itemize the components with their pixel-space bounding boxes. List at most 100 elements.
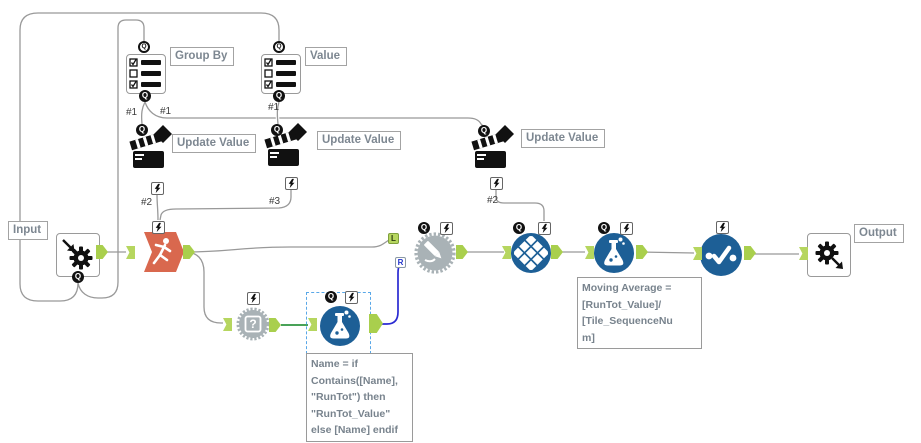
update-value-3-action-output[interactable] [490, 177, 503, 190]
macro-input-output-anchor[interactable] [96, 245, 108, 259]
macro-input-caption[interactable]: Input [8, 221, 49, 240]
wire-groupbyq-to-update1[interactable] [140, 101, 146, 125]
action-update-value-3-tool[interactable] [471, 124, 515, 179]
wire-runningtotal-to-questionmacro[interactable] [184, 251, 223, 324]
macro-input-icon [61, 238, 93, 270]
select-check-icon [705, 245, 737, 265]
running-total-macro-tool[interactable] [139, 231, 185, 278]
question-macro-input-anchor[interactable] [223, 318, 232, 331]
group-by-bottom-q-anchor[interactable]: Q [139, 90, 151, 102]
select-output-anchor[interactable] [744, 246, 756, 260]
list-box-icon [129, 58, 161, 89]
macro-output-input-anchor[interactable] [799, 247, 808, 260]
wire-groupbyq-to-update3[interactable] [144, 101, 484, 127]
edit-macro-action-anchor[interactable] [440, 222, 453, 235]
macro-output-icon [815, 241, 844, 270]
tile-tool[interactable] [511, 233, 551, 273]
wire-valueq-to-update2[interactable] [276, 101, 280, 125]
tile-q-anchor[interactable]: Q [513, 222, 525, 234]
select-action-anchor[interactable] [716, 221, 729, 234]
value-bottom-q-anchor[interactable]: Q [273, 90, 285, 102]
question-macro-output-anchor[interactable] [269, 318, 281, 332]
action-update-value-1-caption[interactable]: Update Value [172, 134, 257, 153]
flask-icon [604, 237, 625, 266]
connection-label: #1 [160, 106, 172, 117]
connection-label: #2 [141, 197, 153, 208]
lightning-icon [623, 223, 630, 233]
macro-output-tool[interactable] [807, 233, 851, 277]
group-by-top-q-anchor[interactable]: Q [138, 41, 150, 53]
list-box-group-by-tool[interactable] [126, 54, 166, 94]
question-macro-tool[interactable]: ? [236, 307, 270, 341]
wire-update3-to-tile[interactable] [495, 190, 545, 221]
tile-diamond-icon [512, 234, 550, 272]
value-top-q-anchor[interactable]: Q [273, 41, 285, 53]
list-box-icon [264, 58, 296, 89]
running-total-output-anchor[interactable] [183, 245, 195, 259]
edit-macro-q-anchor[interactable]: Q [418, 222, 430, 234]
formula-rename-input-anchor[interactable] [308, 318, 317, 331]
running-total-input-anchor[interactable] [126, 246, 135, 259]
select-input-anchor[interactable] [693, 247, 702, 260]
action-update-value-3-caption[interactable]: Update Value [521, 129, 606, 148]
lightning-icon [250, 293, 257, 303]
lightning-icon [155, 222, 162, 232]
formula-moving-average-action-anchor[interactable] [620, 222, 633, 235]
formula-moving-average-output-anchor[interactable] [636, 245, 648, 259]
lightning-icon [154, 183, 161, 193]
formula-moving-average-input-anchor[interactable] [585, 246, 594, 259]
running-total-action-input[interactable] [152, 221, 165, 234]
gear-circle-icon [236, 307, 270, 341]
macro-input-q-anchor[interactable]: Q [72, 271, 84, 283]
update-value-2-action-output[interactable] [285, 177, 298, 190]
pencil-gear-icon [414, 232, 456, 274]
formula-rename-output-anchor[interactable] [369, 314, 383, 333]
update-value-3-q-anchor[interactable]: Q [478, 125, 490, 137]
formula-moving-average-annotation[interactable]: Moving Average = [RunTot_Value]/ [Tile_S… [577, 277, 702, 349]
formula-moving-average-q-anchor[interactable]: Q [598, 222, 610, 234]
wire-inputq-to-value[interactable] [19, 12, 280, 302]
formula-rename-action-anchor[interactable] [345, 291, 358, 304]
list-box-group-by-caption[interactable]: Group By [170, 47, 235, 66]
macro-output-caption[interactable]: Output [854, 224, 904, 243]
action-update-value-2-caption[interactable]: Update Value [317, 131, 402, 150]
question-macro-action-input[interactable] [247, 292, 260, 305]
edit-macro-left-input-anchor[interactable]: L [388, 233, 399, 244]
select-tool[interactable] [700, 234, 742, 276]
wire-formula1-to-joinmacro-R[interactable] [378, 262, 404, 325]
update-value-2-q-anchor[interactable]: Q [271, 124, 283, 136]
formula-moving-average-tool[interactable] [594, 233, 634, 273]
tile-input-anchor[interactable] [502, 246, 511, 259]
action-update-value-1-tool[interactable] [129, 124, 173, 179]
wire-runningtotal-to-joinmacro-L[interactable] [184, 239, 390, 253]
tile-action-input[interactable] [538, 222, 551, 235]
clapperboard-icon [264, 123, 307, 166]
connection-label: #1 [268, 102, 280, 113]
tile-output-anchor[interactable] [551, 245, 563, 259]
connection-label: #3 [269, 196, 281, 207]
wire-inputq-to-groupby[interactable] [77, 19, 145, 299]
edit-macro-output-anchor[interactable] [456, 245, 468, 259]
formula-rename-annotation[interactable]: Name = if Contains([Name], "RunTot") the… [306, 353, 413, 442]
wire-update2-to-runningtotal[interactable] [159, 189, 292, 221]
wire-formula2-to-select[interactable] [638, 251, 695, 254]
update-value-1-action-output[interactable] [151, 182, 164, 195]
edit-macro-tool[interactable] [414, 232, 456, 274]
connection-label: #1 [126, 107, 138, 118]
wire-update1-to-runningtotal[interactable] [156, 194, 159, 221]
action-update-value-2-tool[interactable] [264, 122, 308, 177]
list-box-value-caption[interactable]: Value [305, 47, 348, 66]
formula-rename-q-anchor[interactable]: Q [325, 291, 337, 303]
clapperboard-icon [129, 125, 172, 168]
lightning-icon [443, 223, 450, 233]
update-value-1-q-anchor[interactable]: Q [136, 124, 148, 136]
formula-rename-tool[interactable] [320, 306, 360, 346]
lightning-icon [288, 178, 295, 188]
list-box-value-tool[interactable] [261, 54, 301, 94]
clapperboard-icon [471, 125, 514, 168]
lightning-icon [541, 223, 548, 233]
lightning-icon [348, 292, 355, 302]
edit-macro-right-input-anchor[interactable]: R [395, 257, 406, 268]
